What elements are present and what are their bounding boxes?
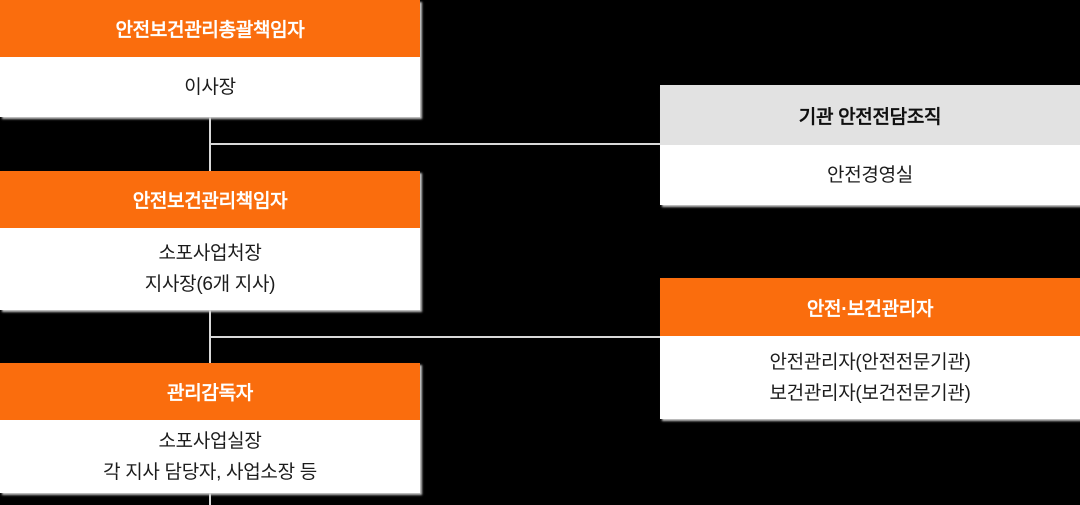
node-body-line: 안전경영실 xyxy=(827,164,913,186)
node-body: 안전관리자(안전전문기관) 보건관리자(보건전문기관) xyxy=(660,336,1080,419)
node-title: 안전보건관리책임자 xyxy=(0,171,420,228)
org-node-safety-health-manager: 안전·보건관리자 안전관리자(안전전문기관) 보건관리자(보건전문기관) xyxy=(660,278,1080,419)
org-node-supervisor: 관리감독자 소포사업실장 각 지사 담당자, 사업소장 등 xyxy=(0,363,420,493)
node-body-line: 각 지사 담당자, 사업소장 등 xyxy=(103,461,317,483)
node-title: 기관 안전전담조직 xyxy=(660,85,1080,145)
node-body-line: 이사장 xyxy=(184,76,236,98)
node-body-line: 지사장(6개 지사) xyxy=(144,274,276,295)
node-body-line: 소포사업실장 xyxy=(158,430,262,452)
org-node-general-safety-health-manager: 안전보건관리총괄책임자 이사장 xyxy=(0,0,420,117)
node-body: 안전경영실 xyxy=(660,145,1080,205)
org-node-agency-safety-dedicated-org: 기관 안전전담조직 안전경영실 xyxy=(660,85,1080,205)
node-body: 이사장 xyxy=(0,57,420,117)
node-title: 안전·보건관리자 xyxy=(660,278,1080,336)
node-body-line: 안전관리자(안전전문기관) xyxy=(769,351,971,373)
node-title: 안전보건관리총괄책임자 xyxy=(0,0,420,57)
connector-horizontal-to-safety-health-manager xyxy=(209,336,660,338)
org-node-safety-health-management-officer: 안전보건관리책임자 소포사업처장 지사장(6개 지사) xyxy=(0,171,420,310)
node-body: 소포사업실장 각 지사 담당자, 사업소장 등 xyxy=(0,420,420,493)
node-body: 소포사업처장 지사장(6개 지사) xyxy=(0,228,420,310)
node-body-line: 보건관리자(보건전문기관) xyxy=(769,382,971,404)
connector-vertical-bottom-stub xyxy=(209,493,211,505)
connector-horizontal-to-agency-org xyxy=(209,143,660,145)
node-title: 관리감독자 xyxy=(0,363,420,420)
node-body-line: 소포사업처장 xyxy=(158,243,262,264)
